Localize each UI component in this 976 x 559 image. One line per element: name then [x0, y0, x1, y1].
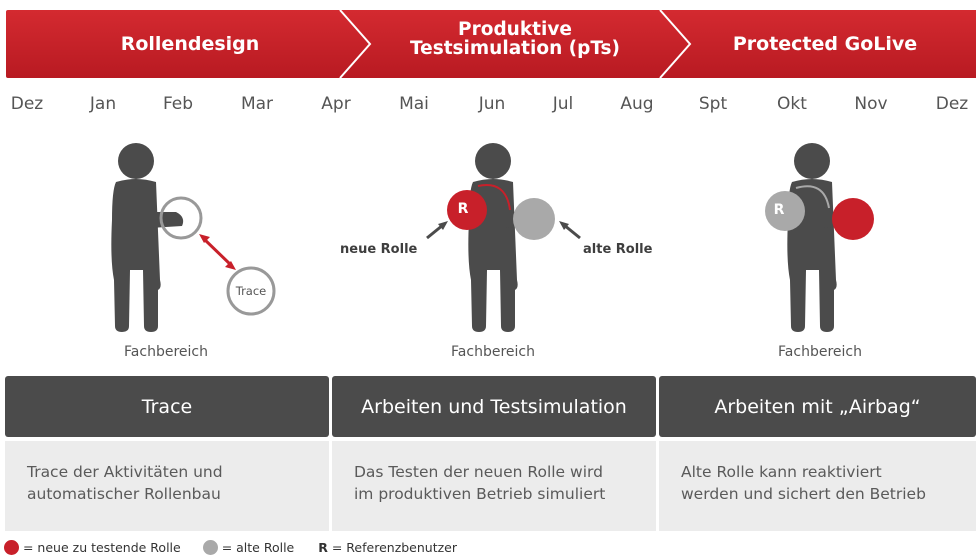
phase-label-line2: Testsimulation (pTs)	[409, 38, 621, 60]
phase-label-rollendesign: Rollendesign	[120, 33, 260, 55]
new-role-circle	[447, 190, 487, 230]
active-new-role-circle	[832, 198, 874, 240]
month-label: Mai	[399, 94, 429, 114]
card-text-line: Alte Rolle kann reaktiviert	[681, 463, 882, 481]
card-text-line: werden und sichert den Betrieb	[681, 485, 926, 503]
trace-circle	[226, 266, 276, 316]
fachbereich-label-left: Fachbereich	[124, 344, 208, 360]
month-label: Jun	[478, 94, 506, 114]
month-label: Aug	[620, 94, 654, 114]
phase-arrow-3	[660, 10, 976, 78]
month-label: Feb	[162, 94, 194, 114]
fachbereich-label-right: Fachbereich	[778, 344, 862, 360]
phase-label-golive: Protected GoLive	[732, 33, 918, 55]
card-text-line: im produktiven Betrieb simuliert	[354, 485, 606, 503]
old-role-pointer	[563, 223, 581, 240]
old-role-label: alte Rolle	[583, 242, 653, 257]
r-label-right: R	[773, 202, 785, 218]
month-label: Spt	[698, 94, 728, 114]
old-role-circle	[513, 198, 555, 240]
card-text-line: Das Testen der neuen Rolle wird	[354, 463, 603, 481]
legend: = neue zu testende Rolle = alte Rolle R …	[0, 540, 457, 555]
fachbereich-label-center: Fachbereich	[451, 344, 535, 360]
month-label: Jan	[89, 94, 117, 114]
red-dot-icon	[4, 540, 19, 555]
figures-illustration	[111, 143, 874, 332]
person-left-icon	[111, 143, 184, 332]
legend-r-desc: = Referenzbenutzer	[331, 540, 458, 555]
legend-old-role: = alte Rolle	[221, 540, 295, 555]
phase-arrow-2	[340, 10, 690, 78]
month-axis: Dez Jan Feb Mar Apr Mai Jun Jul Aug Spt …	[0, 94, 976, 118]
phase-arrow-1	[6, 10, 370, 78]
trace-circle-label: Trace	[235, 284, 267, 298]
month-label: Okt	[777, 94, 807, 114]
month-label: Jul	[552, 94, 574, 114]
trace-arrow	[201, 236, 234, 268]
phase-banner	[6, 9, 976, 79]
month-label: Dez	[935, 94, 969, 114]
card-body-airbag: Alte Rolle kann reaktiviert werden und s…	[659, 441, 976, 531]
phase-label-line1: Produktive	[458, 19, 572, 40]
month-label: Apr	[321, 94, 351, 114]
new-role-pointer	[426, 223, 444, 240]
month-label: Mar	[240, 94, 274, 114]
role-circle-outline	[159, 196, 203, 240]
legend-r-key: R	[318, 540, 328, 555]
card-title-trace: Trace	[5, 376, 329, 437]
phase-label-testsimulation: Produktive Testsimulation (pTs)	[380, 20, 650, 59]
r-label-center: R	[457, 201, 469, 217]
new-role-label: neue Rolle	[340, 242, 418, 257]
card-text-line: automatischer Rollenbau	[27, 485, 221, 503]
card-title-airbag: Arbeiten mit „Airbag“	[659, 376, 976, 437]
legend-new-role: = neue zu testende Rolle	[22, 540, 181, 555]
month-label: Dez	[10, 94, 44, 114]
card-title-testsimulation: Arbeiten und Testsimulation	[332, 376, 656, 437]
gray-dot-icon	[202, 540, 218, 555]
card-body-trace: Trace der Aktivitäten und automatischer …	[5, 441, 329, 531]
card-text-line: Trace der Aktivitäten und	[27, 463, 223, 481]
reserve-old-role-circle	[765, 191, 805, 231]
card-body-testsimulation: Das Testen der neuen Rolle wird im produ…	[332, 441, 656, 531]
month-label: Nov	[854, 94, 888, 114]
